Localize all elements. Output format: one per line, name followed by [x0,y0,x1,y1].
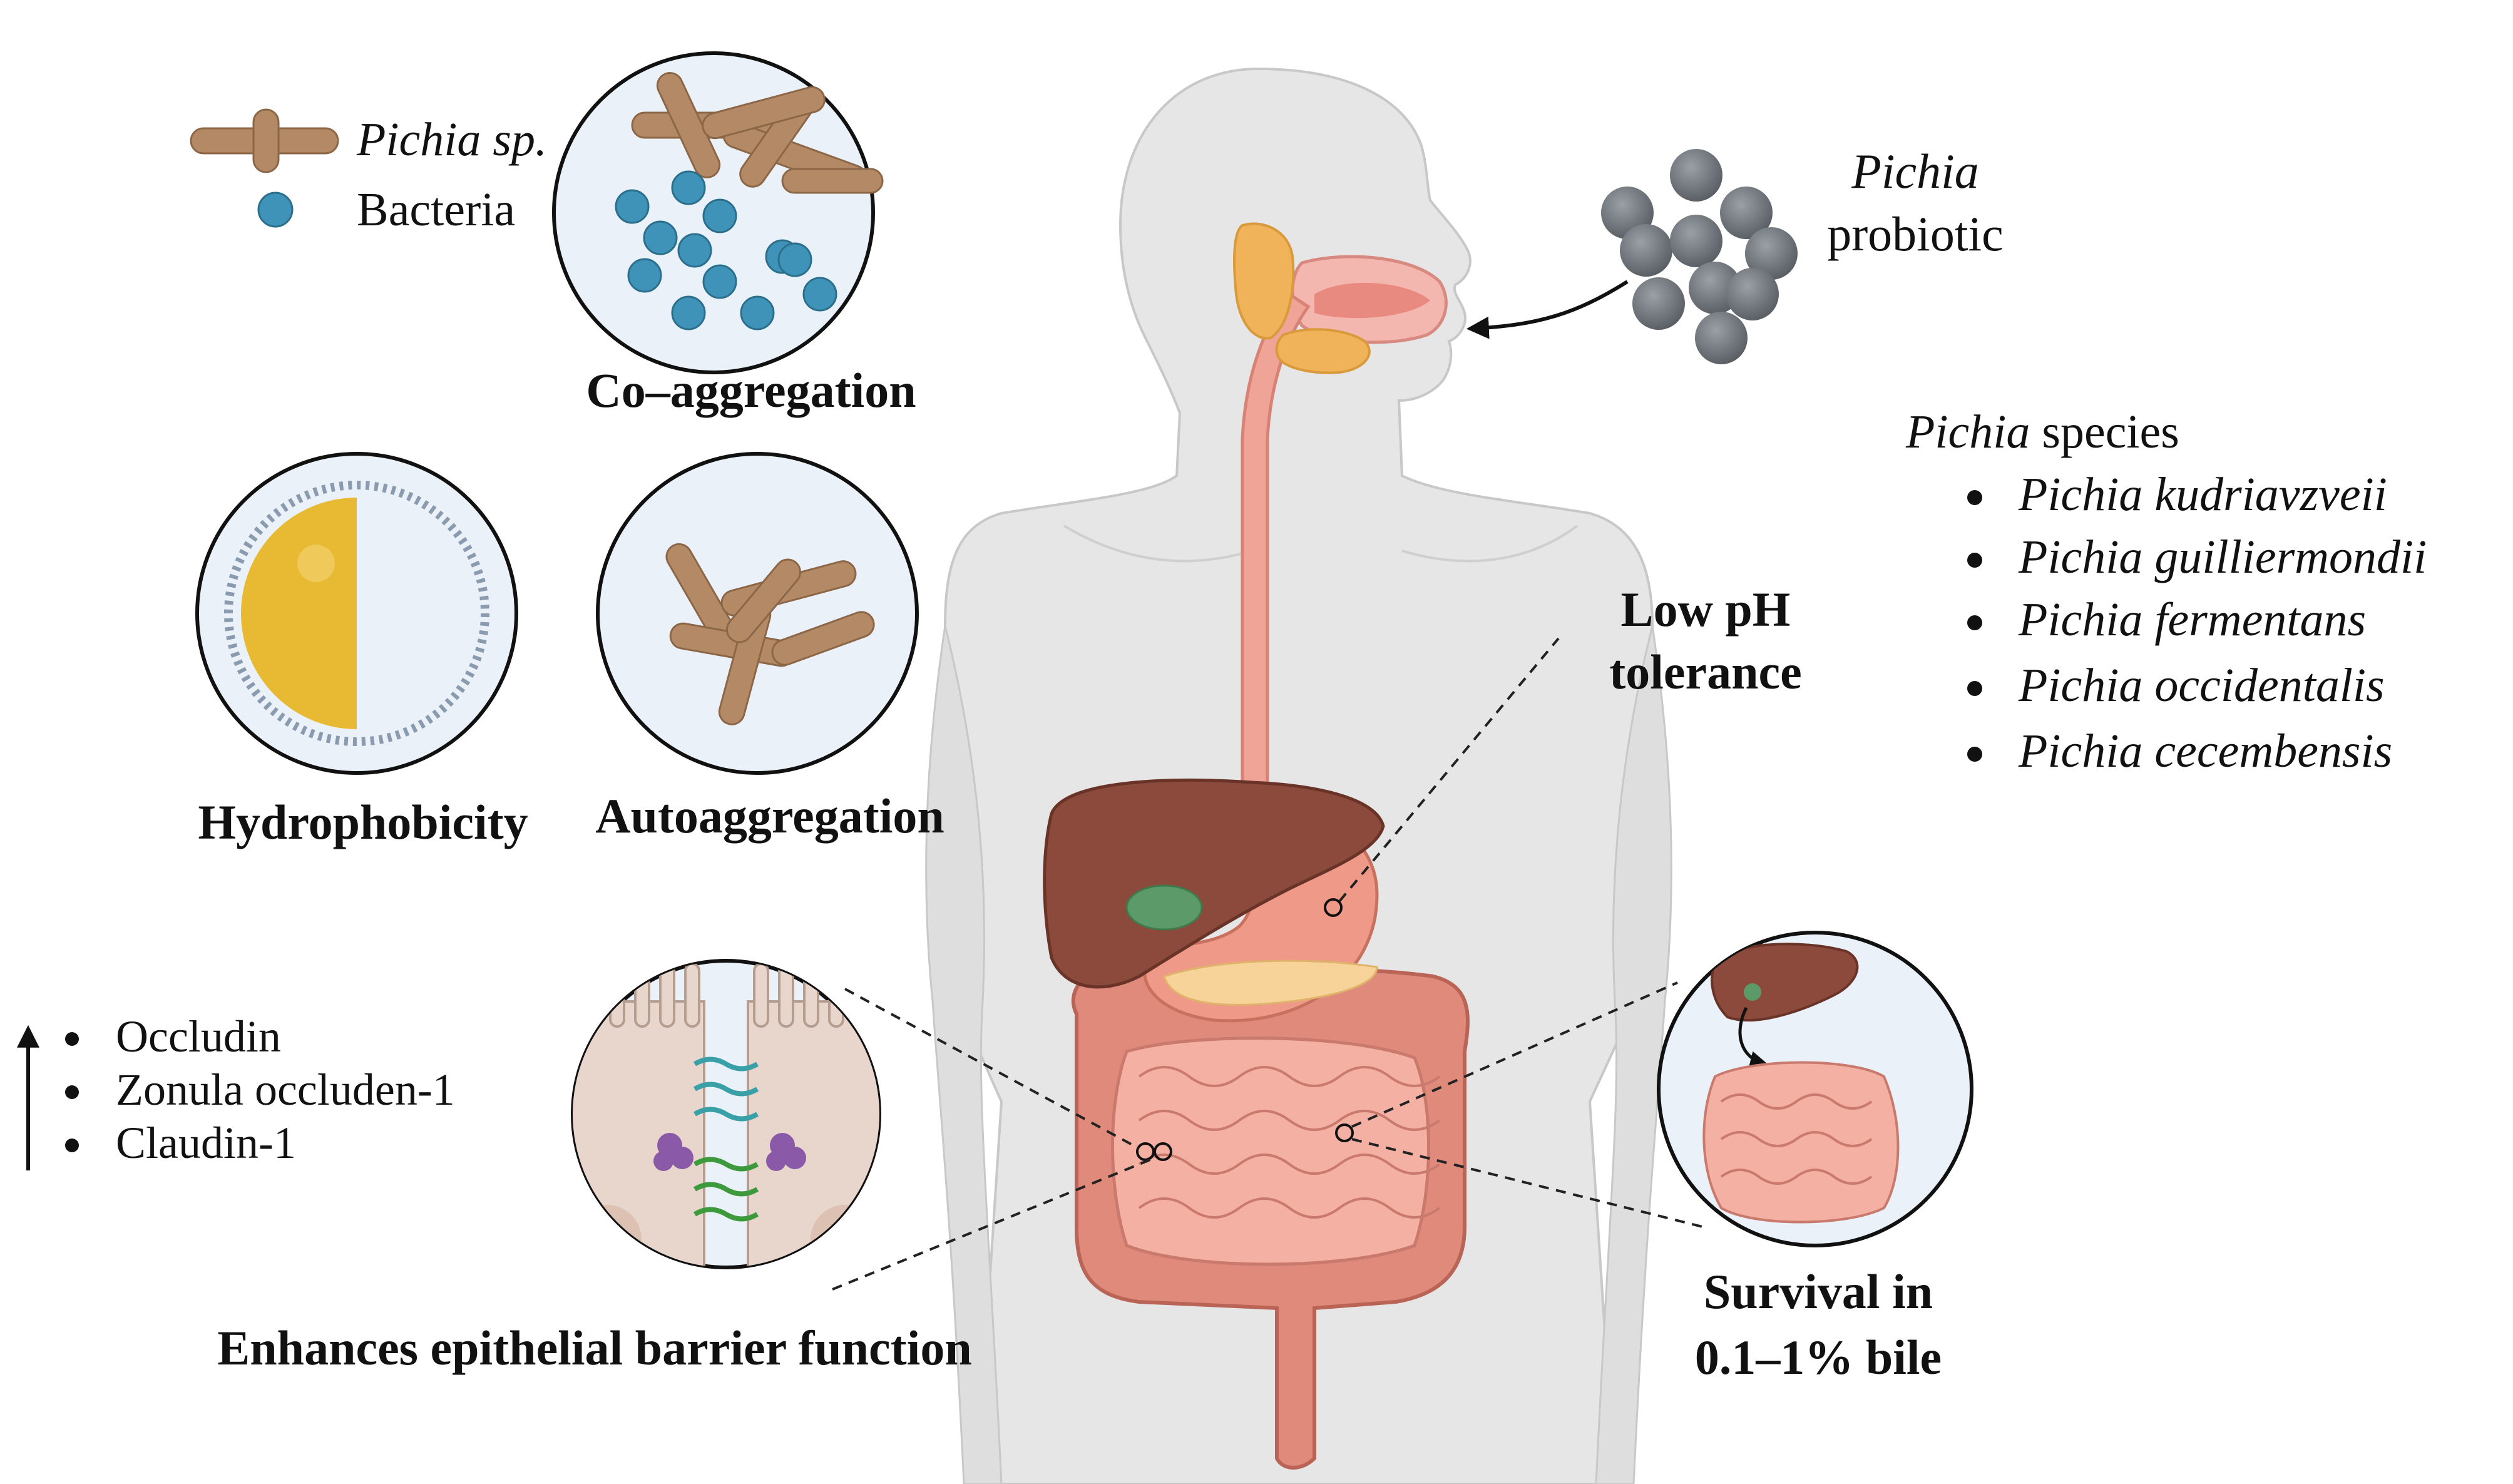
barrier-callout-top [844,988,1140,1150]
legend: Pichia sp. Bacteria [190,108,547,236]
protein-claudin: Claudin-1 [116,1118,296,1168]
species-item: Pichia cecembensis [2018,725,2392,777]
low-ph-label-line2: tolerance [1609,645,1802,699]
species-item: Pichia fermentans [2018,593,2366,646]
autoaggregation-label: Autoaggregation [595,789,944,843]
tight-junction-green [693,1157,759,1222]
stomach-marker [1324,898,1343,917]
probiotic-cell [1670,215,1722,267]
zo1-protein [653,1133,806,1171]
pancreas [1163,959,1378,1006]
bile-callout-top [1351,981,1678,1128]
low-ph-callout [1338,637,1560,903]
yeast-cluster [631,72,884,194]
bile-label-line1: Survival in [1704,1264,1933,1319]
probiotic-cell [1670,149,1722,202]
probiotic-cell [1632,277,1685,330]
barrier-label: Enhances epithelial barrier function [217,1321,971,1375]
coaggregation-panel [552,51,884,374]
collar-lines [1063,525,1579,563]
probiotic-cluster [1466,149,1798,364]
tongue [1314,282,1430,319]
species-item: Pichia occidentalis [2018,659,2385,712]
probiotic-label-line2: probiotic [1827,207,2004,261]
species-title: Pichia species [1905,406,2179,458]
intestine-coils [1138,1066,1441,1219]
probiotic-cell [1720,187,1773,239]
yeast-aggregate [665,543,875,725]
gallbladder [1125,884,1203,931]
tight-junction-teal [693,1057,759,1122]
probiotic-label-line1: Pichia [1851,144,1979,198]
hydrophobicity-label: Hydrophobicity [198,795,528,849]
bile-label-line2: 0.1–1% bile [1695,1330,1942,1384]
bile-liver [1711,943,1859,1022]
low-ph-label-line1: Low pH [1621,582,1791,637]
species-title-italic: Pichia [1905,406,2030,458]
probiotic-cell [1745,227,1798,280]
intestine-marker-right [1335,1123,1354,1142]
species-item: Pichia guilliermondii [2018,531,2427,583]
submandibular-gland [1275,328,1371,374]
probiotic-cell [1695,312,1748,364]
upregulation-list: Occludin Zonula occluden-1 Claudin-1 [17,1011,455,1170]
bile-intestine-coils [1720,1093,1873,1185]
legend-pichia-label: Pichia sp. [356,113,547,166]
bile-flow-arrow [1738,1006,1769,1070]
barrier-panel [571,959,881,1269]
digestive-system [1043,779,1470,1470]
probiotic-cell [1620,224,1672,277]
bacteria-legend-icon [257,192,294,228]
coaggregation-label: Co–aggregation [586,363,916,417]
autoaggregation-panel [596,452,919,775]
protein-occludin: Occludin [116,1011,281,1062]
intestine-marker-left-b [1154,1142,1172,1161]
legend-bacteria-label: Bacteria [357,183,515,236]
callout-lines [832,637,1703,1291]
ingestion-arrow [1466,280,1629,339]
protein-zo1: Zonula occluden-1 [116,1065,455,1115]
hydrophobicity-panel [195,452,518,775]
species-list: Pichia species Pichia kudriavzveii Pichi… [1905,406,2427,777]
parotid-gland [1233,222,1295,340]
barrier-callout-bottom [832,1157,1155,1291]
bacteria-cluster [615,170,837,330]
right-arm [1595,625,1672,1484]
yeast-legend-icon [190,108,339,173]
bile-panel [1657,931,1973,1247]
liver [1043,779,1385,989]
probiotic-cell [1726,268,1779,320]
species-title-rest: species [2030,406,2179,458]
small-intestine [1111,1036,1430,1266]
mouth-and-glands [1233,222,1448,791]
bile-callout-bottom [1351,1138,1703,1228]
left-arm [925,625,1003,1484]
species-item: Pichia kudriavzveii [2018,468,2387,521]
